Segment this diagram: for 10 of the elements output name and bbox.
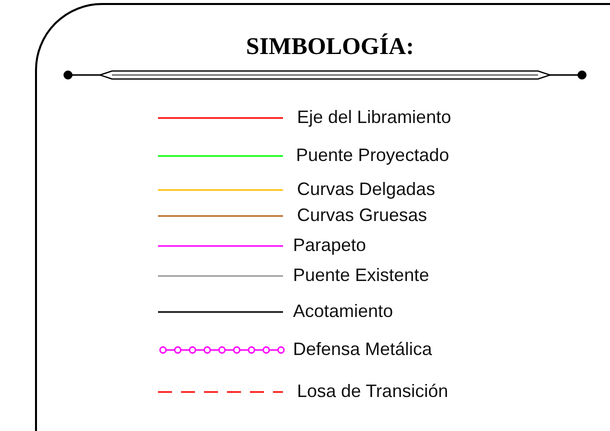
legend-label: Defensa Metálica (293, 339, 432, 359)
legend-label: Puente Proyectado (296, 145, 450, 165)
legend-label: Parapeto (293, 235, 366, 255)
legend-label: Losa de Transición (297, 381, 448, 401)
legend-label: Curvas Delgadas (297, 179, 436, 199)
legend-label: Curvas Gruesas (297, 205, 428, 225)
legend-label: Puente Existente (293, 265, 430, 285)
legend-label: Eje del Libramiento (297, 107, 452, 127)
title: SIMBOLOGÍA: (244, 34, 416, 61)
legend-label: Acotamiento (293, 301, 394, 321)
